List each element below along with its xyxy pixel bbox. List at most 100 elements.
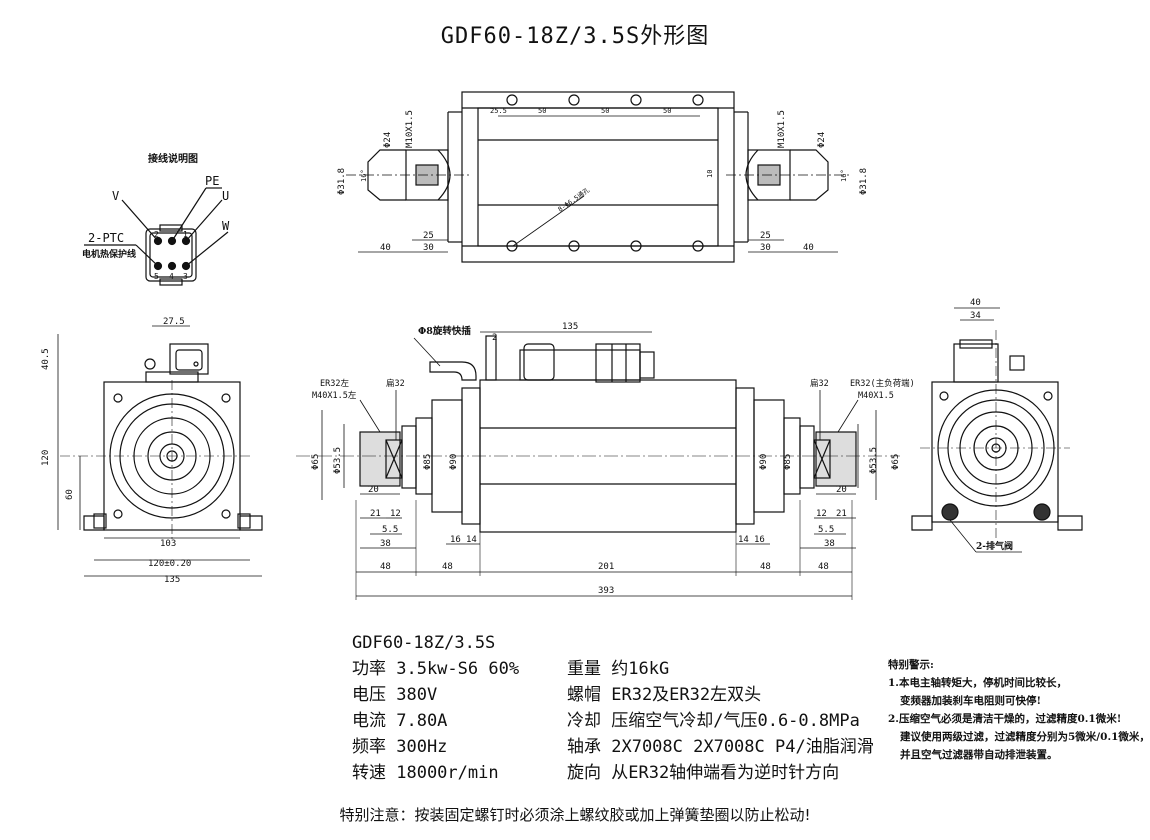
svg-text:38: 38 bbox=[380, 539, 391, 549]
svg-text:M10X1.5: M10X1.5 bbox=[405, 110, 415, 148]
side-view: 135 2 Φ8旋转快插 ER32左 M40X1.5左 扁32 扁32 ER32… bbox=[296, 322, 915, 600]
specs-left: GDF60-18Z/3.5S 功率 3.5kw-S6 60% 电压 380V 电… bbox=[352, 630, 519, 786]
svg-text:16°: 16° bbox=[360, 169, 368, 182]
svg-text:50: 50 bbox=[663, 107, 671, 115]
wiring-diagram: 接线说明图 2 1 5 4 3 PE V U W 2-PTC 电机热保护线 bbox=[82, 152, 230, 286]
svg-text:21: 21 bbox=[370, 509, 381, 519]
svg-text:20: 20 bbox=[368, 485, 379, 495]
svg-text:103: 103 bbox=[160, 539, 176, 549]
svg-text:25: 25 bbox=[760, 231, 771, 241]
svg-text:48: 48 bbox=[818, 562, 829, 572]
svg-text:16°: 16° bbox=[840, 169, 848, 182]
spec-cooling: 冷却 压缩空气冷却/气压0.6-0.8MPa bbox=[567, 711, 860, 731]
svg-text:30: 30 bbox=[760, 243, 771, 253]
svg-text:27.5: 27.5 bbox=[163, 317, 185, 327]
front-view: 27.5 40.5 120 60 103 120±0.20 135 bbox=[41, 317, 263, 585]
svg-text:393: 393 bbox=[598, 586, 614, 596]
exhaust-label: 2-排气阀 bbox=[976, 540, 1013, 552]
label-u: U bbox=[222, 189, 229, 203]
svg-text:Φ53.5: Φ53.5 bbox=[333, 447, 343, 474]
spec-current: 电流 7.80A bbox=[352, 711, 448, 731]
svg-text:48: 48 bbox=[380, 562, 391, 572]
svg-text:120±0.20: 120±0.20 bbox=[148, 559, 191, 569]
svg-text:8-Φ6.5通孔: 8-Φ6.5通孔 bbox=[556, 185, 591, 214]
svg-text:30: 30 bbox=[423, 243, 434, 253]
spec-bearing: 轴承 2X7008C 2X7008C P4/油脂润滑 bbox=[567, 737, 874, 757]
svg-text:M40X1.5左: M40X1.5左 bbox=[312, 390, 357, 401]
warning-line: 变频器加装刹车电阻则可快停! bbox=[900, 695, 1042, 707]
svg-text:20: 20 bbox=[836, 485, 847, 495]
special-warning: 特别警示: 1.本电主轴转矩大，停机时间比较长， 变频器加装刹车电阻则可快停! … bbox=[888, 656, 1150, 764]
svg-text:48: 48 bbox=[442, 562, 453, 572]
technical-drawing: 接线说明图 2 1 5 4 3 PE V U W 2-PTC 电机热保护线 bbox=[41, 91, 1083, 600]
plug-label: Φ8旋转快插 bbox=[418, 325, 471, 337]
svg-text:12: 12 bbox=[816, 509, 827, 519]
warning-line: 建议使用两级过滤，过滤精度分别为5微米/0.1微米， bbox=[900, 731, 1150, 743]
svg-text:2: 2 bbox=[492, 333, 497, 343]
svg-text:25: 25 bbox=[423, 231, 434, 241]
svg-text:40: 40 bbox=[803, 243, 814, 253]
wiring-heading: 接线说明图 bbox=[148, 152, 198, 165]
svg-text:Φ85: Φ85 bbox=[423, 454, 433, 470]
svg-text:Φ65: Φ65 bbox=[311, 454, 321, 470]
spec-model: GDF60-18Z/3.5S bbox=[352, 633, 496, 653]
label-ptc: 2-PTC bbox=[88, 231, 124, 245]
svg-text:10: 10 bbox=[706, 170, 714, 178]
svg-text:Φ90: Φ90 bbox=[759, 454, 769, 470]
svg-text:Φ24: Φ24 bbox=[817, 132, 827, 148]
svg-text:120: 120 bbox=[41, 450, 51, 466]
svg-text:16: 16 bbox=[754, 535, 765, 545]
svg-text:Φ24: Φ24 bbox=[383, 132, 393, 148]
svg-text:40: 40 bbox=[380, 243, 391, 253]
pin-2: 2 bbox=[154, 230, 159, 239]
svg-text:ER32左: ER32左 bbox=[320, 378, 349, 389]
svg-text:14: 14 bbox=[466, 535, 477, 545]
drawing-title: GDF60-18Z/3.5S外形图 bbox=[440, 24, 710, 49]
pin-4: 4 bbox=[169, 272, 174, 281]
svg-text:16: 16 bbox=[450, 535, 461, 545]
svg-text:21: 21 bbox=[836, 509, 847, 519]
footer-note: 特别注意：按装固定螺钉时必须涂上螺纹胶或加上弹簧垫圈以防止松动! bbox=[339, 806, 811, 824]
spec-power: 功率 3.5kw-S6 60% bbox=[352, 659, 520, 679]
svg-text:Φ85: Φ85 bbox=[783, 454, 793, 470]
svg-text:40: 40 bbox=[970, 298, 981, 308]
svg-text:M10X1.5: M10X1.5 bbox=[777, 110, 787, 148]
spec-voltage: 电压 380V bbox=[352, 685, 438, 705]
svg-text:38: 38 bbox=[824, 539, 835, 549]
svg-text:扁32: 扁32 bbox=[386, 378, 405, 389]
pin-5: 5 bbox=[154, 272, 159, 281]
label-ptc-desc: 电机热保护线 bbox=[82, 248, 136, 260]
spec-speed: 转速 18000r/min bbox=[352, 763, 499, 783]
svg-text:135: 135 bbox=[562, 322, 578, 332]
label-v: V bbox=[112, 189, 119, 203]
pin-3: 3 bbox=[183, 272, 188, 281]
svg-text:34: 34 bbox=[970, 311, 981, 321]
svg-text:M40X1.5: M40X1.5 bbox=[858, 391, 894, 401]
svg-text:25.5: 25.5 bbox=[490, 107, 507, 115]
svg-text:50: 50 bbox=[601, 107, 609, 115]
warning-line: 2.压缩空气必须是清洁干燥的，过滤精度0.1微米! bbox=[888, 713, 1122, 725]
label-pe: PE bbox=[205, 174, 219, 188]
svg-text:50: 50 bbox=[538, 107, 546, 115]
svg-text:Φ65: Φ65 bbox=[891, 454, 901, 470]
svg-text:Φ31.8: Φ31.8 bbox=[859, 168, 869, 195]
pin-1: 1 bbox=[183, 230, 188, 239]
svg-text:5.5: 5.5 bbox=[382, 525, 398, 535]
warning-line: 1.本电主轴转矩大，停机时间比较长， bbox=[888, 677, 1067, 689]
svg-text:ER32(主负荷端): ER32(主负荷端) bbox=[850, 378, 915, 389]
specs-right: 重量 约16kG 螺帽 ER32及ER32左双头 冷却 压缩空气冷却/气压0.6… bbox=[567, 656, 874, 786]
svg-text:14: 14 bbox=[738, 535, 749, 545]
svg-text:Φ53.5: Φ53.5 bbox=[869, 447, 879, 474]
svg-text:12: 12 bbox=[390, 509, 401, 519]
spec-nut: 螺帽 ER32及ER32左双头 bbox=[567, 685, 762, 705]
rear-view: 40 34 2-排气阀 bbox=[911, 298, 1083, 553]
top-view: 25.5 50 50 50 8-Φ6.5通孔 10 25 30 40 25 30… bbox=[337, 91, 869, 263]
svg-text:60: 60 bbox=[65, 489, 75, 500]
svg-text:5.5: 5.5 bbox=[818, 525, 834, 535]
svg-text:40.5: 40.5 bbox=[41, 348, 51, 370]
warning-line: 并且空气过滤器带自动排泄装置。 bbox=[900, 749, 1058, 761]
warning-title: 特别警示: bbox=[888, 659, 934, 671]
svg-text:48: 48 bbox=[760, 562, 771, 572]
spec-frequency: 频率 300Hz bbox=[352, 737, 448, 757]
spec-rotation: 旋向 从ER32轴伸端看为逆时针方向 bbox=[567, 763, 840, 783]
